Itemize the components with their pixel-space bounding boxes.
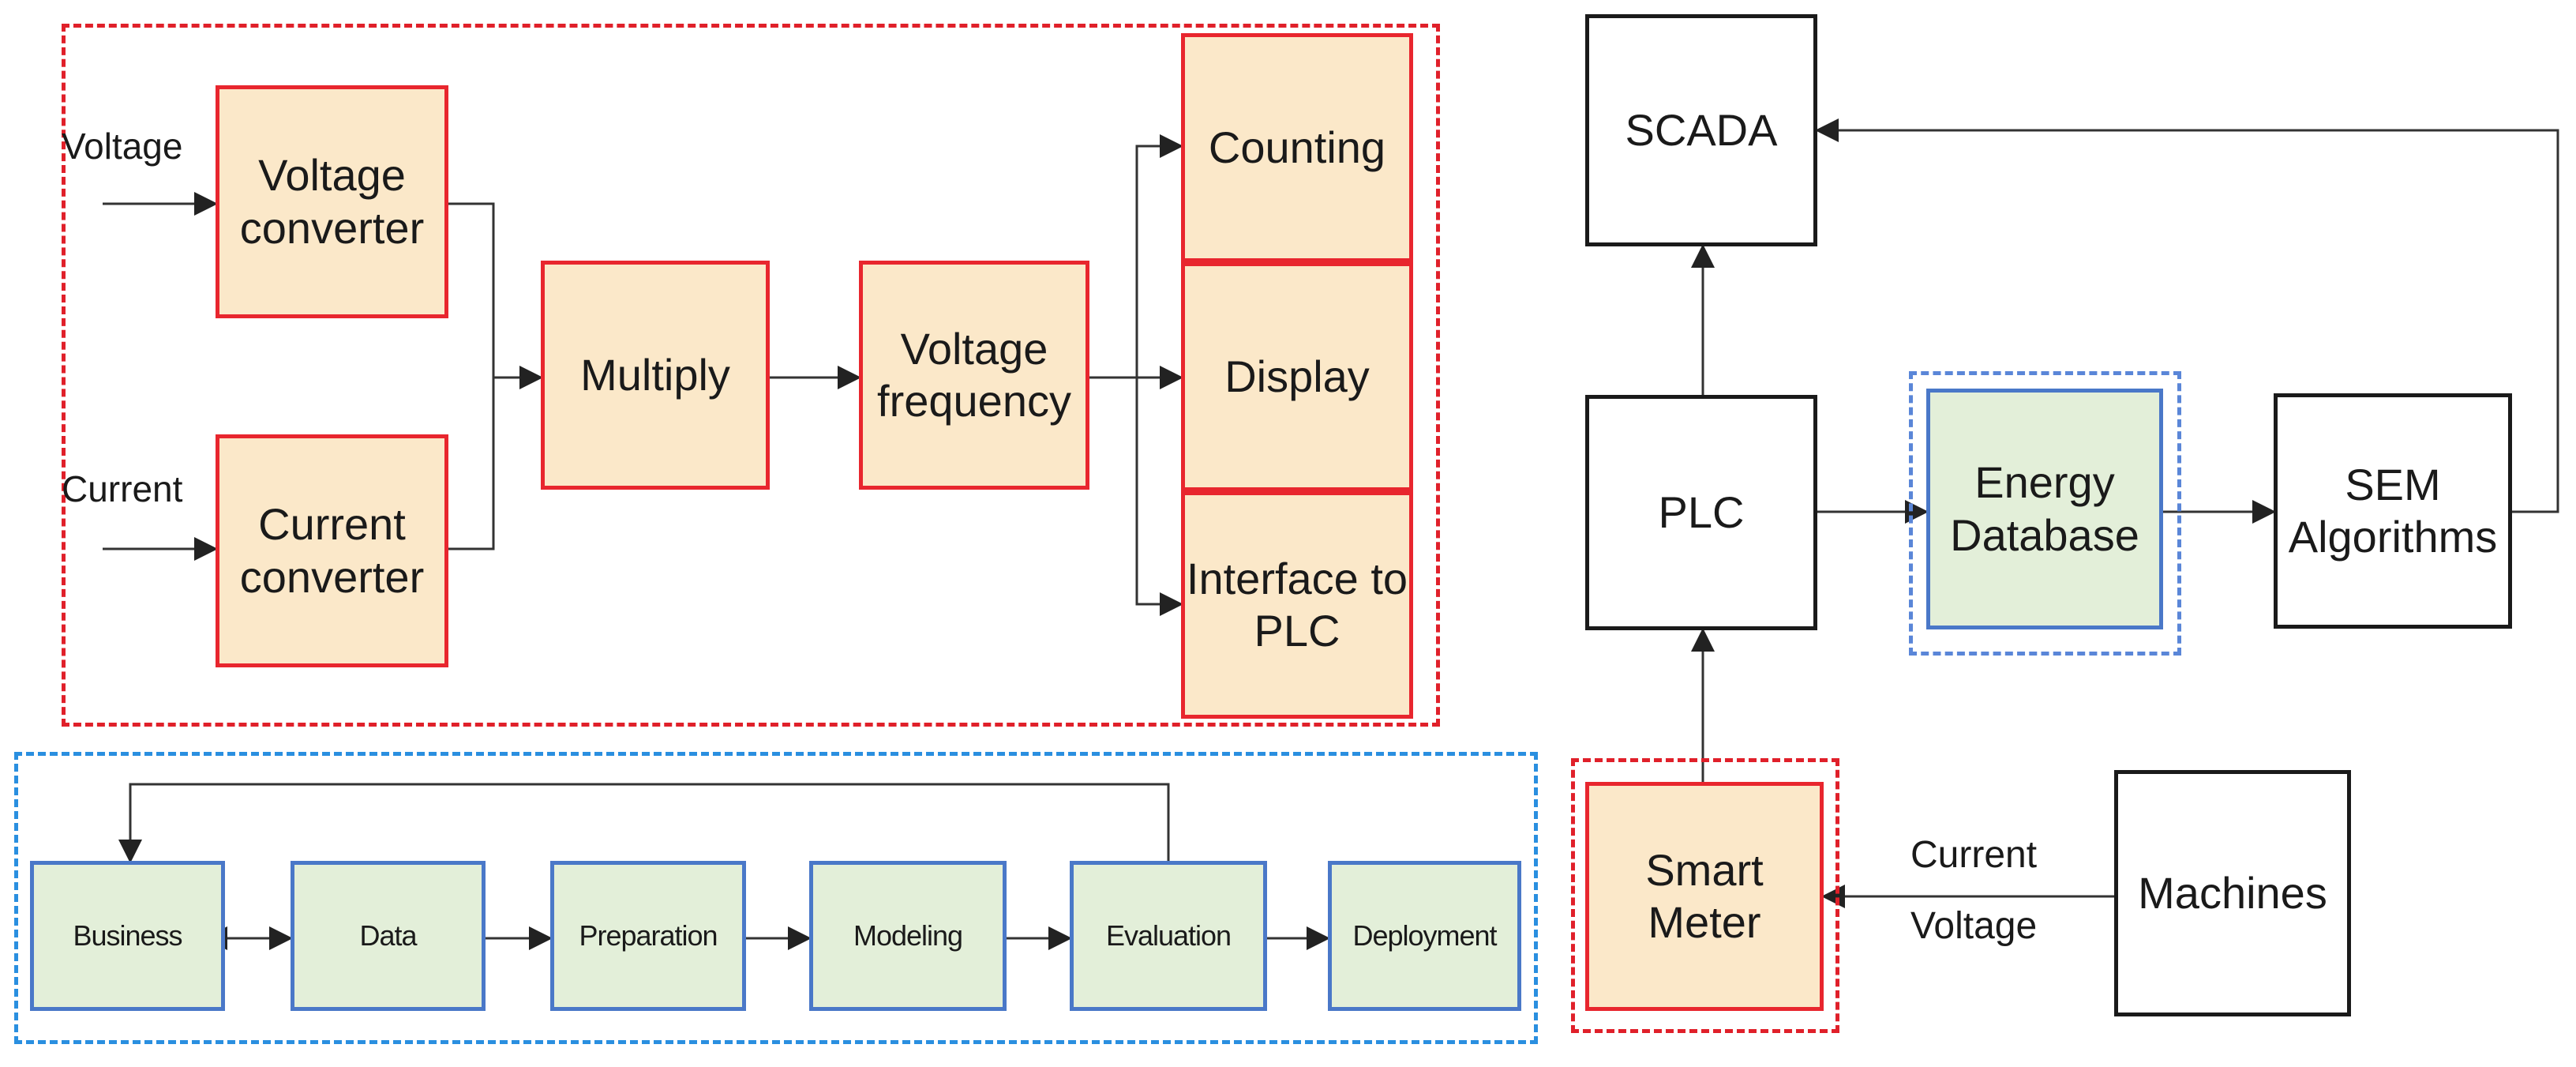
voltage-converter-block: Voltage converter <box>216 85 448 318</box>
process-step-modeling: Modeling <box>809 861 1007 1011</box>
evaluation-feedback-loop <box>118 783 1170 865</box>
machines-block: Machines <box>2114 770 2351 1016</box>
process-group-frame <box>14 752 1538 1044</box>
display-block: Display <box>1181 262 1413 491</box>
smart-meter-block: Smart Meter <box>1585 782 1824 1011</box>
meter-group-frame <box>62 24 1440 727</box>
process-step-business: Business <box>30 861 225 1011</box>
voltage-converter-to-multiply <box>448 202 543 389</box>
smart-meter-group-frame <box>1571 758 1839 1033</box>
current-converter-block: Current converter <box>216 434 448 667</box>
multiply-block: Multiply <box>541 261 770 490</box>
energy-database-block: Energy Database <box>1926 389 2163 629</box>
frequency-to-outputs <box>1089 134 1183 379</box>
sem-algorithms-block: SEM Algorithms <box>2274 393 2512 629</box>
process-step-evaluation: Evaluation <box>1070 861 1267 1011</box>
database-group-frame <box>1909 371 2181 656</box>
voltage-frequency-block: Voltage frequency <box>859 261 1089 490</box>
sem-to-scada-feedback <box>1815 118 2559 513</box>
process-step-data: Data <box>291 861 486 1011</box>
current-converter-to-multiply <box>448 378 495 550</box>
scada-block: SCADA <box>1585 14 1817 246</box>
current-input-label: Current <box>62 468 183 509</box>
interface-to-plc-block: Interface to PLC <box>1181 491 1413 719</box>
signal-current-label: Current <box>1910 834 2038 876</box>
counting-block: Counting <box>1181 33 1413 262</box>
voltage-input-label: Voltage <box>62 126 183 167</box>
process-step-preparation: Preparation <box>550 861 746 1011</box>
signal-voltage-label: Voltage <box>1910 905 2038 947</box>
plc-block: PLC <box>1585 395 1817 630</box>
process-step-deployment: Deployment <box>1328 861 1521 1011</box>
